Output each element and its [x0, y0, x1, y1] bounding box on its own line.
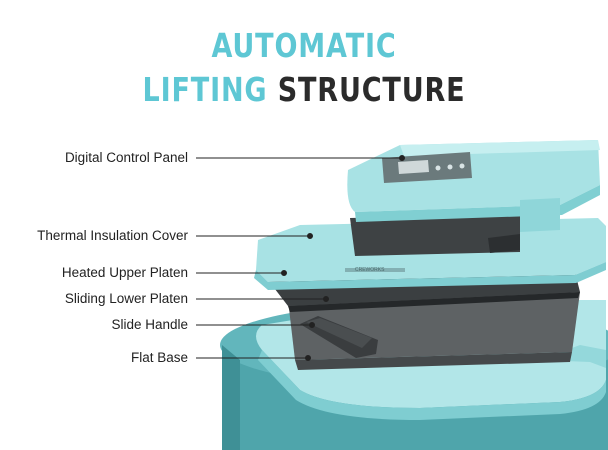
brand-mark: CREWORKS	[355, 267, 385, 273]
dot-sliding-lower-platen	[323, 296, 329, 302]
dot-slide-handle	[309, 322, 315, 328]
label-thermal-insulation-cover: Thermal Insulation Cover	[37, 228, 188, 243]
label-heated-upper-platen: Heated Upper Platen	[61, 265, 188, 280]
label-flat-base: Flat Base	[130, 350, 188, 365]
dot-heated-upper-platen	[281, 270, 287, 276]
slide-handle	[300, 316, 378, 358]
heading-line-1: AUTOMATIC	[211, 26, 397, 65]
heading-rest: STRUCTURE	[277, 70, 466, 109]
control-panel-screen	[382, 152, 472, 183]
dot-flat-base	[305, 355, 311, 361]
heating-element	[350, 214, 520, 256]
label-digital-control-panel: Digital Control Panel	[64, 150, 188, 165]
label-sliding-lower-platen: Sliding Lower Platen	[64, 291, 188, 306]
label-slide-handle: Slide Handle	[111, 317, 188, 332]
callout-lines	[196, 155, 405, 361]
dot-thermal-insulation-cover	[307, 233, 313, 239]
heading-highlight: LIFTING	[142, 70, 268, 109]
heading-line-2: LIFTING STRUCTURE	[55, 72, 554, 108]
dot-digital-control-panel	[399, 155, 405, 161]
